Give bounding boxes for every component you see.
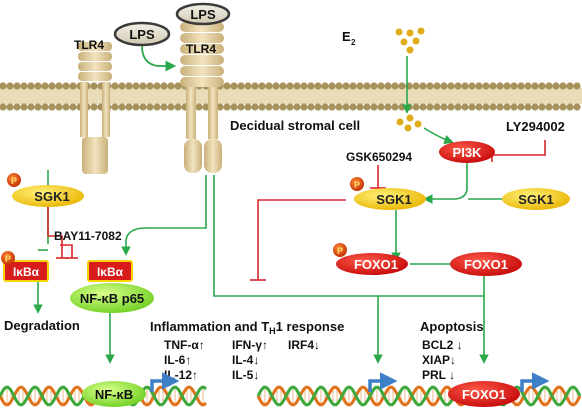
phospho-badge-icon [1,251,15,265]
lps-right: LPS [175,2,231,26]
apoptosis-gene-list: BCL2 ↓XIAP↓PRL ↓ [422,338,463,382]
cytokine-item: IFN-γ↑ [232,338,268,352]
ikba-left-label: IκBα [13,265,40,279]
tlr4-left-label: TLR4 [74,38,104,52]
phospho-label: P [5,254,11,264]
phospho-label: P [11,176,17,186]
lps-left: LPS [113,21,171,47]
pi3k-label: PI3K [453,145,483,160]
tlr4-left-receptor [78,42,112,174]
pi3k-node: PI3K [439,141,495,163]
lps-binding-arrow [141,45,177,72]
sgk1-left-node: SGK1 P [7,173,84,207]
apoptosis-gene-item: BCL2 ↓ [422,338,463,352]
ikba-left-node: IκBα P [1,251,49,282]
foxo1-dna-node: FOXO1 [448,381,520,407]
nfkb-dna-node: NF-κB [82,381,146,407]
foxo1-right-label: FOXO1 [464,257,508,272]
cytokine-item: IL-5↓ [232,368,259,382]
nfkb-dna-label: NF-κB [95,387,133,402]
lps-left-label: LPS [129,27,155,42]
ikba-right-label: IκBα [97,265,124,279]
cytokine-item: IRF4↓ [288,338,320,352]
cytokine-list: TNF-α↑IL-6↑IL-12↑IFN-γ↑IL-4↓IL-5↓IRF4↓ [164,338,320,382]
foxo1-left-label: FOXO1 [354,257,398,272]
cytokine-item: IL-6↑ [164,353,191,367]
promoter-arrow-icon [368,372,398,392]
tlr4-right-label: TLR4 [186,42,216,56]
lps-right-label: LPS [190,7,216,22]
phospho-badge-icon [7,173,21,187]
foxo1-left-node: FOXO1 P [333,243,408,275]
sgk1-left-label: SGK1 [34,189,69,204]
phospho-label: P [337,246,343,256]
ikba-right-node: IκBα [87,260,133,282]
cytokine-item: IL-4↓ [232,353,259,367]
foxo1-right-node: FOXO1 [450,252,522,276]
dna-helix-right [256,385,582,407]
cytokine-item: TNF-α↑ [164,338,205,352]
apoptosis-label: Apoptosis [420,319,484,334]
sgk1-center-label: SGK1 [376,192,411,207]
apoptosis-gene-item: PRL ↓ [422,368,455,382]
inflammation-subscript: H [269,326,276,336]
gsk650294-label: GSK650294 [346,150,412,164]
ly294002-label: LY294002 [506,119,565,134]
inflammation-heading: Inflammation and TH1 response [150,319,344,336]
cell-type-label: Decidual stromal cell [230,118,360,133]
tlr4-right-receptor [180,22,224,173]
phospho-label: P [354,180,360,190]
nfkb-p65-node: NF-κB p65 [70,283,154,313]
phospho-badge-icon [350,177,364,191]
promoter-arrow-icon [520,372,550,392]
foxo1-dna-label: FOXO1 [462,387,506,402]
inflammation-prefix: Inflammation and T [150,319,269,334]
phospho-badge-icon [333,243,347,257]
bay11-7082-label: BAY11-7082 [54,229,122,243]
inflammation-suffix: 1 response [276,319,345,334]
apoptosis-gene-item: XIAP↓ [422,353,456,367]
sgk1-right-node: SGK1 [502,188,570,210]
e2-label: E [342,29,351,44]
e2-subscript: 2 [351,38,356,47]
sgk1-center-node: SGK1 P [350,177,426,210]
sgk1-right-label: SGK1 [518,192,553,207]
promoter-arrow-icon [150,372,180,392]
e2-ligand: E 2 [342,27,425,132]
nfkb-p65-label: NF-κB p65 [80,291,144,306]
degradation-label: Degradation [4,318,80,333]
